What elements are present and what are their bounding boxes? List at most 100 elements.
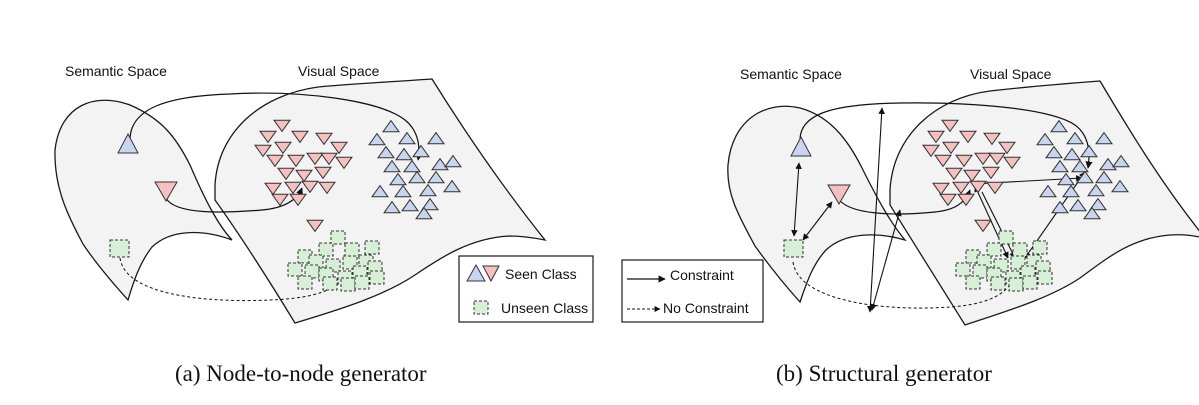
seen-class-node bbox=[395, 147, 413, 161]
unseen-class-green-cluster bbox=[955, 230, 1053, 292]
legend-constraint-label: Constraint bbox=[670, 267, 734, 283]
visual-space-surface bbox=[889, 80, 1199, 326]
seen-class-node bbox=[273, 119, 291, 133]
seen-class-red-cluster bbox=[922, 119, 1021, 233]
seen-class-node bbox=[1066, 131, 1084, 145]
unseen-dashed-arc bbox=[119, 257, 347, 302]
seen-class-node bbox=[1099, 157, 1117, 171]
seen-class-node bbox=[939, 193, 957, 207]
panel-b: Semantic Space Visual Space (b) Structur… bbox=[727, 66, 1199, 386]
seen-class-node bbox=[254, 144, 272, 158]
seen-class-blue-cluster bbox=[368, 119, 462, 220]
unseen-class-node bbox=[955, 262, 971, 277]
seen-class-node bbox=[301, 180, 319, 194]
seen-class-node bbox=[1083, 206, 1101, 220]
unseen-class-node bbox=[1008, 277, 1024, 292]
unseen-square bbox=[109, 239, 130, 258]
seen-class-node bbox=[284, 181, 302, 195]
unseen-class-node bbox=[1032, 240, 1048, 255]
seen-class-node bbox=[306, 219, 324, 233]
unseen-class-node bbox=[297, 275, 313, 290]
class-legend: Seen Class Unseen Class bbox=[458, 255, 594, 323]
seen-class-node bbox=[959, 130, 977, 144]
unseen-class-node bbox=[998, 230, 1014, 245]
seen-class-node bbox=[315, 132, 333, 146]
seen-class-node bbox=[1050, 119, 1068, 133]
seen-class-node bbox=[963, 169, 981, 183]
seen-class-node bbox=[266, 154, 284, 168]
unseen-class-node bbox=[318, 242, 334, 257]
seen-class-node bbox=[264, 182, 282, 196]
seen-class-node bbox=[957, 193, 975, 207]
seen-class-node bbox=[1087, 183, 1105, 197]
seen-class-node bbox=[421, 197, 439, 211]
legend-seen-blue-icon bbox=[466, 263, 486, 282]
seen-class-node bbox=[394, 184, 412, 198]
visual-space-label: Visual Space bbox=[298, 63, 380, 79]
semantic-space-surface bbox=[54, 99, 233, 302]
seen-class-node bbox=[983, 132, 1001, 146]
unseen-class-node bbox=[354, 275, 370, 290]
seen-class-node bbox=[431, 157, 449, 171]
seen-class-node bbox=[942, 141, 960, 155]
unseen-class-node bbox=[1012, 242, 1028, 257]
unseen-class-green-cluster bbox=[287, 230, 385, 292]
seen-class-node bbox=[335, 156, 353, 170]
seen-class-node bbox=[1076, 170, 1094, 184]
seen-class-node bbox=[955, 154, 973, 168]
seen-class-node bbox=[271, 193, 289, 207]
seen-class-red-cluster bbox=[254, 119, 353, 233]
seen-class-node bbox=[945, 167, 963, 181]
visual-space-label: Visual Space bbox=[970, 66, 1052, 82]
seen-class-node bbox=[1045, 145, 1063, 159]
seen-class-node bbox=[412, 144, 430, 158]
unseen-class-node bbox=[322, 276, 338, 291]
seen-class-node bbox=[974, 152, 992, 166]
seen-class-node bbox=[314, 166, 332, 180]
seen-class-node bbox=[427, 131, 445, 145]
seen-class-node bbox=[974, 219, 992, 233]
seen-class-node bbox=[1095, 131, 1113, 145]
seen-class-node bbox=[941, 119, 959, 133]
seen-class-node bbox=[318, 181, 336, 195]
seen-class-node bbox=[1057, 172, 1075, 186]
legend-unseen-icon bbox=[473, 300, 489, 315]
seen-class-node bbox=[320, 152, 338, 166]
seen-class-node bbox=[1080, 144, 1098, 158]
seen-class-blue-cluster bbox=[1036, 119, 1130, 220]
constraint-arrow bbox=[802, 201, 833, 241]
unseen-class-node bbox=[364, 240, 380, 255]
unseen-class-node bbox=[1037, 270, 1053, 285]
seen-triangle-down bbox=[154, 181, 178, 202]
caption-a: (a) Node-to-node generator bbox=[175, 361, 427, 386]
seen-class-node bbox=[306, 152, 324, 166]
seen-class-node bbox=[934, 154, 952, 168]
unseen-class-node bbox=[965, 275, 981, 290]
seen-class-node bbox=[1039, 184, 1057, 198]
seen-class-node bbox=[401, 198, 419, 212]
constraint-arrow bbox=[870, 209, 902, 311]
unseen-class-node bbox=[369, 270, 385, 285]
seen-class-node bbox=[922, 144, 940, 158]
unseen-class-node bbox=[990, 276, 1006, 291]
seen-class-node bbox=[291, 130, 309, 144]
seen-class-node bbox=[368, 132, 386, 146]
seen-class-node bbox=[383, 200, 401, 214]
legend-unseen-label: Unseen Class bbox=[501, 300, 588, 316]
edge-legend: Constraint No Constraint bbox=[621, 259, 764, 323]
seen-class-node bbox=[419, 183, 437, 197]
seen-class-node bbox=[287, 154, 305, 168]
unseen-class-node bbox=[340, 277, 356, 292]
seen-class-node bbox=[1051, 159, 1069, 173]
upper-arc bbox=[799, 102, 1093, 169]
legend-seen-label: Seen Class bbox=[505, 266, 577, 282]
seen-class-node bbox=[408, 170, 426, 184]
seen-class-node bbox=[274, 141, 292, 155]
seen-class-node bbox=[932, 182, 950, 196]
semantic-space-label: Semantic Space bbox=[740, 66, 842, 82]
seen-class-node bbox=[1095, 170, 1113, 184]
seen-class-node bbox=[969, 180, 987, 194]
seen-class-node bbox=[383, 159, 401, 173]
unseen-class-node bbox=[330, 230, 346, 245]
